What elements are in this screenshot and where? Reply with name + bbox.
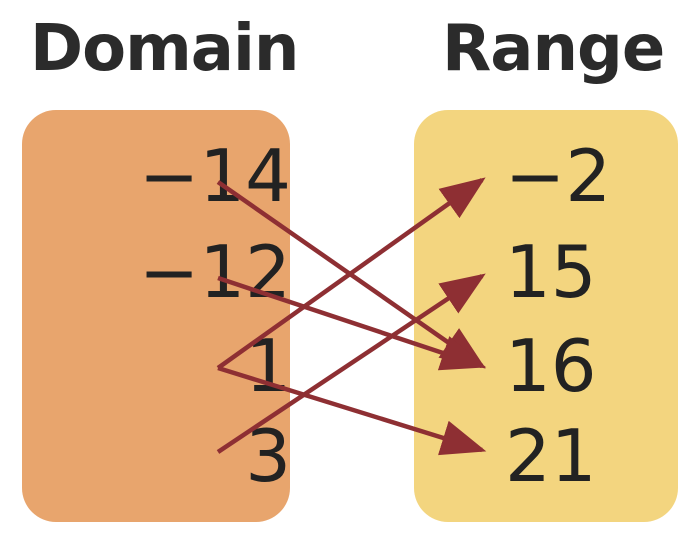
mapping-arrow: [216, 273, 486, 454]
mapping-arrow: [216, 177, 486, 370]
range-value: −2: [505, 134, 612, 218]
range-value: 21: [505, 414, 597, 498]
domain-heading: Domain: [30, 12, 299, 86]
mapping-arrow: [217, 275, 487, 371]
domain-value: 3: [245, 414, 291, 498]
range-heading: Range: [442, 12, 665, 86]
range-value: 16: [505, 324, 597, 408]
mapping-arrow: [217, 365, 487, 456]
range-value: 15: [505, 230, 597, 314]
domain-set-box: [22, 110, 290, 522]
domain-value: −14: [139, 134, 291, 218]
